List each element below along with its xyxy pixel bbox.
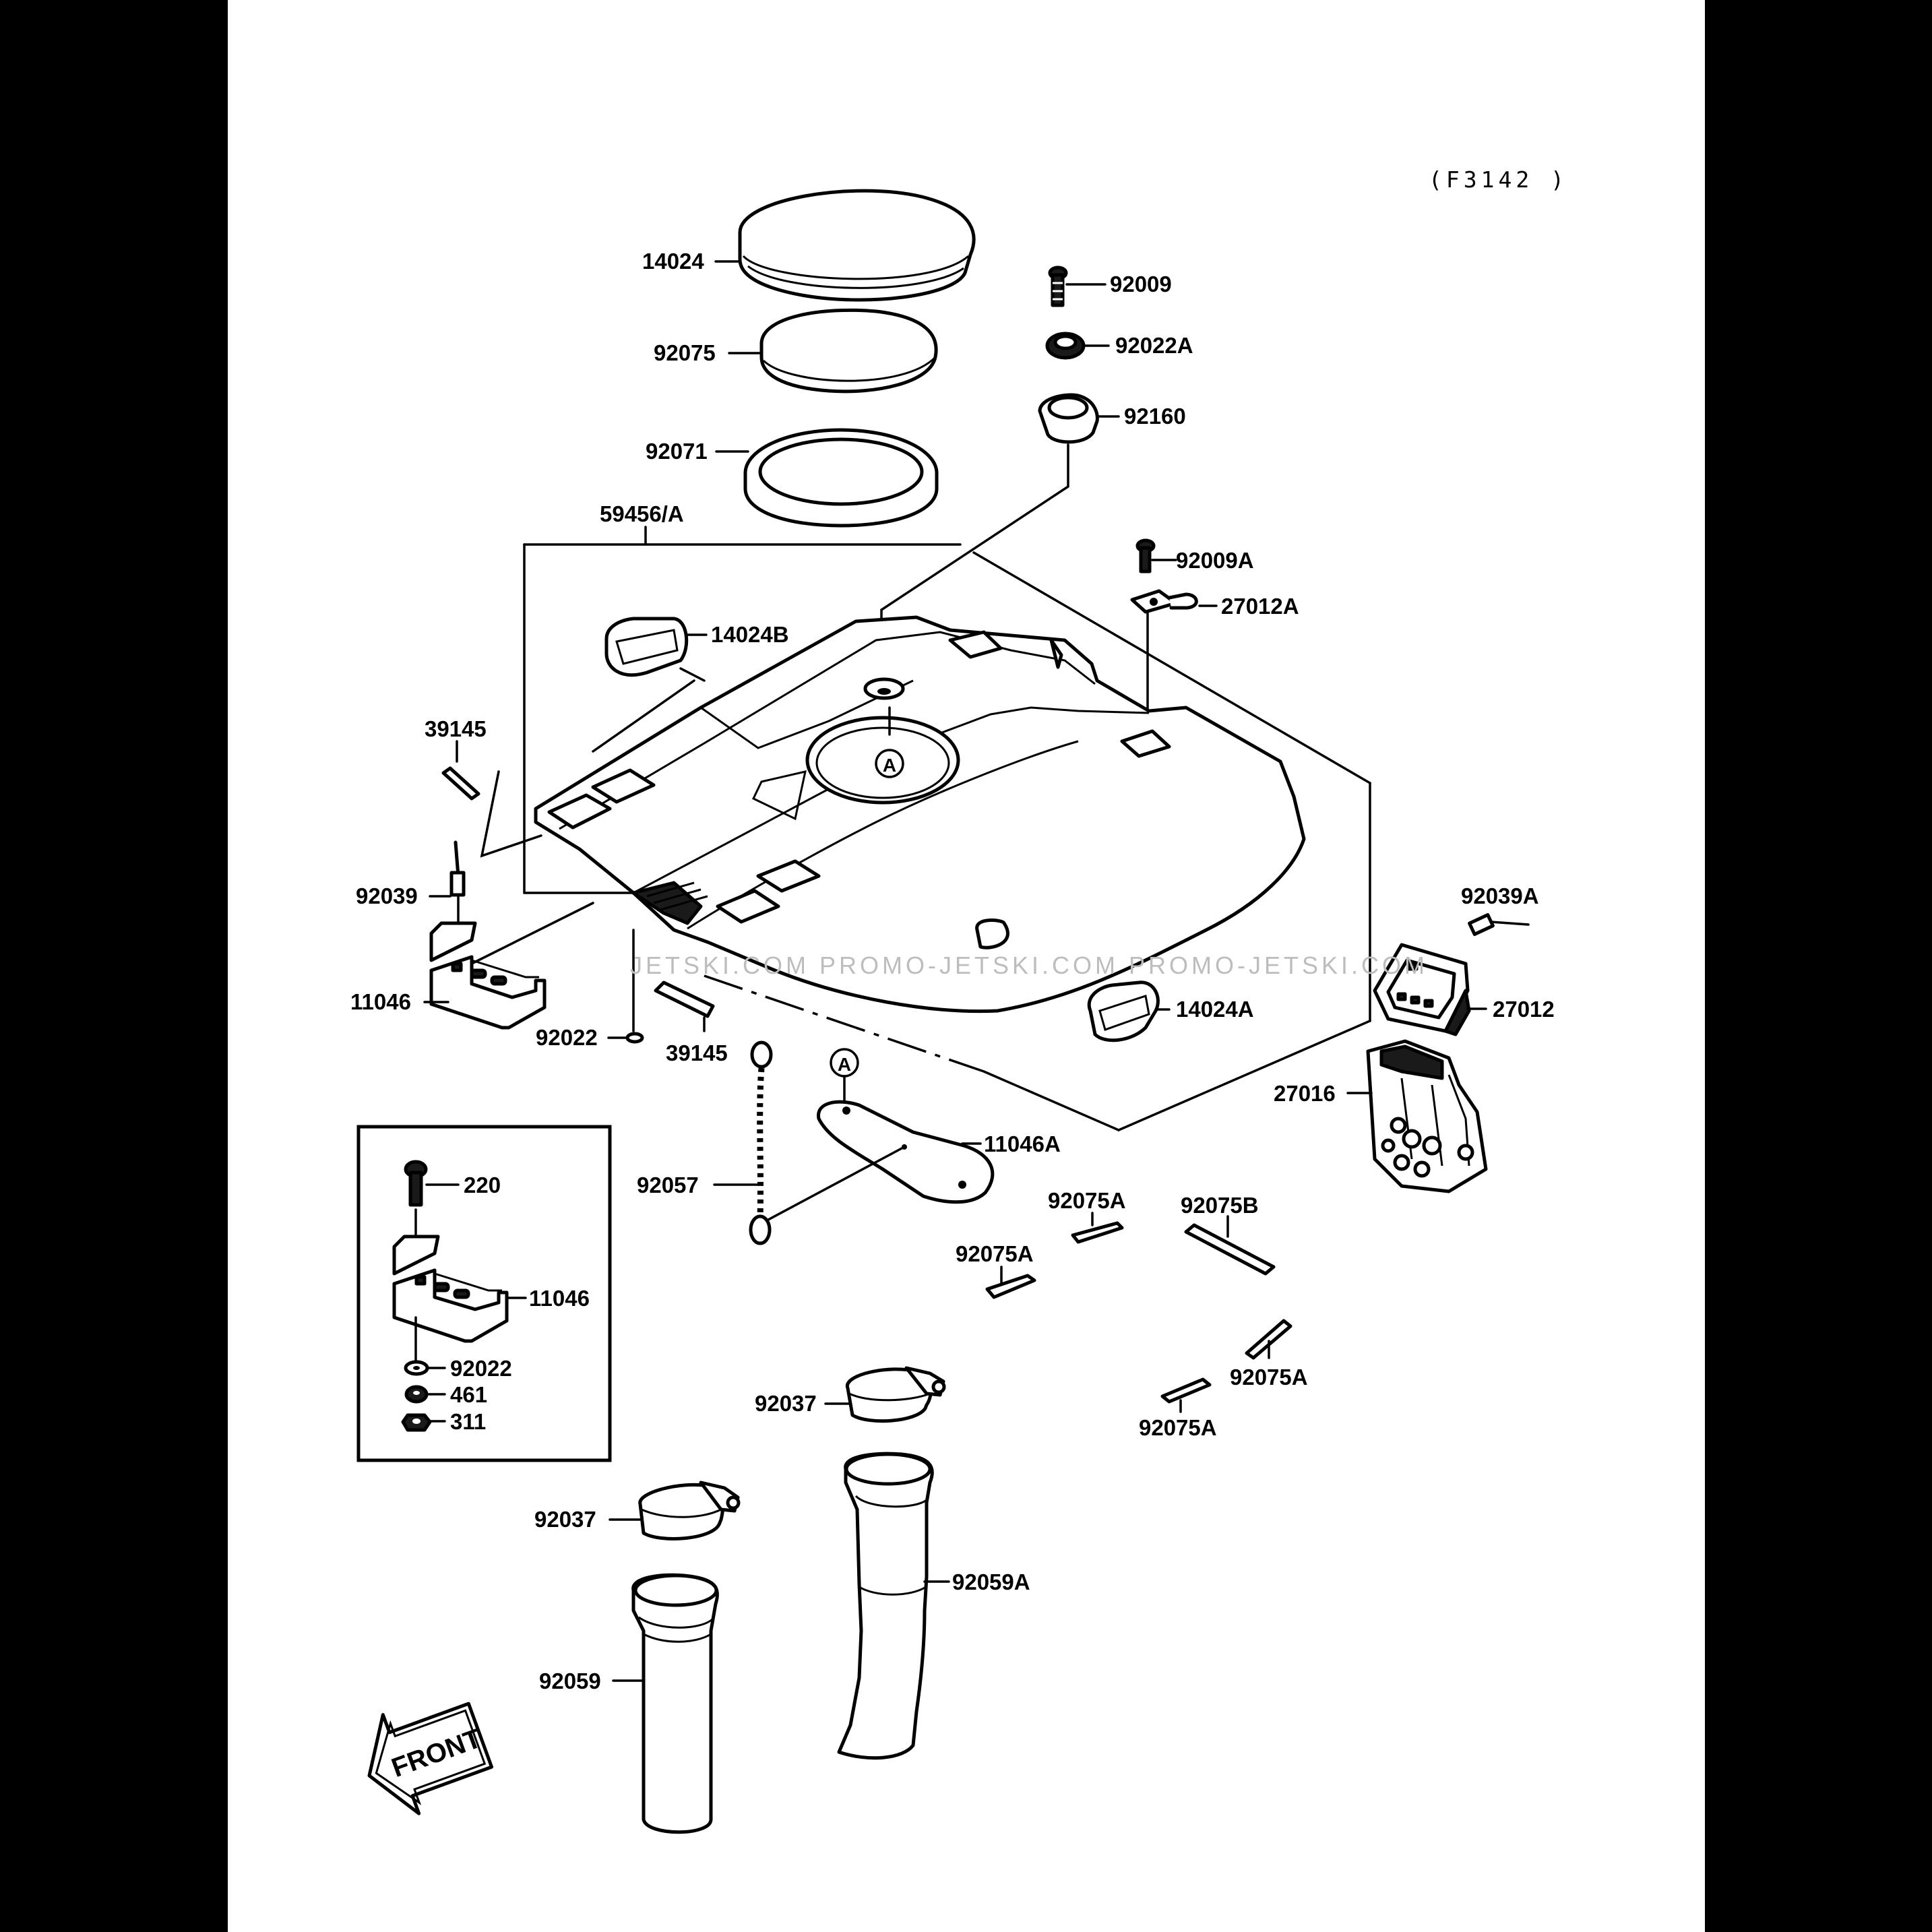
plate-11046A <box>817 1100 995 1204</box>
pad-92075A-4 <box>1160 1377 1212 1404</box>
label-11046A: 11046A <box>984 1131 1061 1156</box>
ring-92071 <box>743 428 939 528</box>
pad-92075A-1 <box>1071 1221 1124 1244</box>
label-92059: 92059 <box>539 1669 601 1693</box>
label-92022-inset: 92022 <box>450 1356 512 1381</box>
front-arrow-icon: FRONT <box>367 1702 494 1815</box>
pad-92075B <box>1184 1223 1276 1276</box>
label-59456: 59456/A <box>600 501 684 526</box>
label-92075A-1: 92075A <box>1048 1188 1126 1213</box>
clamp-92037-top <box>846 1366 946 1423</box>
label-11046-top: 11046 <box>350 989 411 1014</box>
label-39145-mid: 39145 <box>666 1040 728 1065</box>
bracket-27012A <box>1130 589 1198 614</box>
label-92075A-4: 92075A <box>1139 1415 1217 1440</box>
washer-461 <box>404 1385 429 1404</box>
label-27012: 27012 <box>1493 997 1555 1022</box>
pin-39145-top <box>441 766 480 801</box>
washer-92022-inset <box>404 1360 429 1376</box>
plug-92075 <box>759 308 938 394</box>
label-92059A: 92059A <box>952 1569 1030 1594</box>
label-92057: 92057 <box>637 1173 699 1197</box>
pin-39145-mid <box>654 980 715 1018</box>
nut-311 <box>401 1413 432 1432</box>
label-92009A: 92009A <box>1176 548 1254 573</box>
label-92037-top: 92037 <box>755 1391 817 1416</box>
block-27016 <box>1366 1039 1488 1193</box>
engine-cover-59456 <box>534 615 1306 1014</box>
label-220: 220 <box>464 1173 501 1197</box>
label-14024A: 14024A <box>1176 997 1254 1022</box>
label-461: 461 <box>450 1382 487 1407</box>
label-39145-top: 39145 <box>425 716 487 741</box>
label-92075B: 92075B <box>1181 1193 1259 1218</box>
figure-reference: (F3142 ) <box>1429 166 1568 193</box>
grommet-92022A <box>1045 332 1086 360</box>
label-14024: 14024 <box>642 249 704 274</box>
callout-a-bottom: A <box>830 1048 859 1078</box>
bracket-11046-top <box>429 921 547 1030</box>
label-92075A-3: 92075A <box>1230 1365 1308 1390</box>
pad-92075A-2 <box>985 1274 1036 1299</box>
svg-text:A: A <box>838 1054 851 1075</box>
cap-14024 <box>738 189 976 302</box>
screw-92009 <box>1048 266 1068 307</box>
label-92039: 92039 <box>356 883 418 908</box>
label-92022-top: 92022 <box>536 1025 598 1050</box>
screw-92009A <box>1135 538 1156 573</box>
washer-92022 <box>625 1032 644 1044</box>
hose-92059A <box>837 1452 934 1760</box>
chain-92057 <box>749 1040 773 1245</box>
rivet-92039 <box>449 840 466 897</box>
label-92009: 92009 <box>1110 272 1172 297</box>
label-27012A: 27012A <box>1221 594 1299 619</box>
grommet-14024A <box>1087 980 1160 1042</box>
watermark: JETSKI.COM PROMO-JETSKI.COM PROMO-JETSKI… <box>630 952 1428 979</box>
label-92037-bottom: 92037 <box>534 1507 596 1532</box>
label-92022A: 92022A <box>1115 333 1193 358</box>
hose-92059 <box>631 1573 719 1834</box>
label-92039A: 92039A <box>1461 883 1539 908</box>
grommet-92160 <box>1038 393 1099 444</box>
label-92075A-2: 92075A <box>956 1241 1034 1266</box>
label-92160: 92160 <box>1124 404 1186 429</box>
svg-text:A: A <box>883 755 896 776</box>
grommet-14024B <box>604 617 689 677</box>
label-92075: 92075 <box>654 340 716 365</box>
rivet-92039A <box>1468 913 1530 936</box>
label-27016: 27016 <box>1274 1081 1336 1106</box>
label-11046-inset: 11046 <box>529 1286 590 1311</box>
label-311: 311 <box>450 1409 486 1434</box>
bolt-220 <box>404 1160 428 1207</box>
bracket-11046-inset <box>392 1235 509 1343</box>
pad-92075A-3 <box>1245 1319 1292 1360</box>
label-14024B: 14024B <box>711 622 789 647</box>
plate-27012 <box>1373 943 1471 1036</box>
callout-a-top: A <box>875 749 904 778</box>
inset-box <box>356 1125 612 1462</box>
label-92071: 92071 <box>646 439 708 464</box>
clamp-92037-bottom <box>638 1481 741 1540</box>
